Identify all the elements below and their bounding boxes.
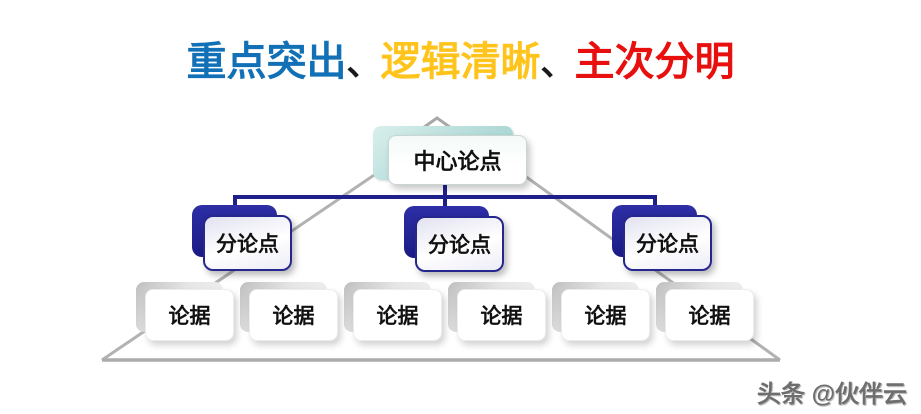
node-sub-point-2: 分论点 [404, 206, 504, 272]
title-segment-priority: 主次分明 [574, 40, 735, 84]
node-evidence-5: 论据 [552, 282, 650, 341]
node-sub-label: 分论点 [203, 215, 292, 271]
page-title: 重点突出、逻辑清晰、主次分明 [0, 40, 921, 84]
node-evidence-label: 论据 [353, 289, 442, 341]
node-evidence-3: 论据 [344, 282, 442, 341]
title-segment-emphasis: 重点突出 [186, 40, 347, 84]
watermark: 头条 @伙伴云 [756, 381, 907, 408]
node-central-argument: 中心论点 [373, 126, 527, 185]
title-separator: 、 [346, 45, 381, 83]
node-sub-point-1: 分论点 [192, 205, 292, 271]
node-evidence-1: 论据 [136, 282, 234, 341]
node-sub-label: 分论点 [623, 215, 712, 271]
node-evidence-6: 论据 [656, 282, 754, 341]
node-evidence-label: 论据 [457, 289, 546, 341]
node-sub-point-3: 分论点 [612, 205, 712, 271]
node-evidence-2: 论据 [240, 282, 338, 341]
node-evidence-label: 论据 [249, 289, 338, 341]
node-evidence-4: 论据 [448, 282, 546, 341]
node-evidence-label: 论据 [561, 289, 650, 341]
connector-horizontal [233, 195, 657, 212]
node-evidence-label: 论据 [665, 289, 754, 341]
node-sub-label: 分论点 [415, 216, 504, 272]
title-segment-logic: 逻辑清晰 [380, 40, 541, 84]
node-central-label: 中心论点 [388, 135, 527, 185]
title-separator: 、 [540, 45, 575, 83]
node-evidence-label: 论据 [145, 289, 234, 341]
